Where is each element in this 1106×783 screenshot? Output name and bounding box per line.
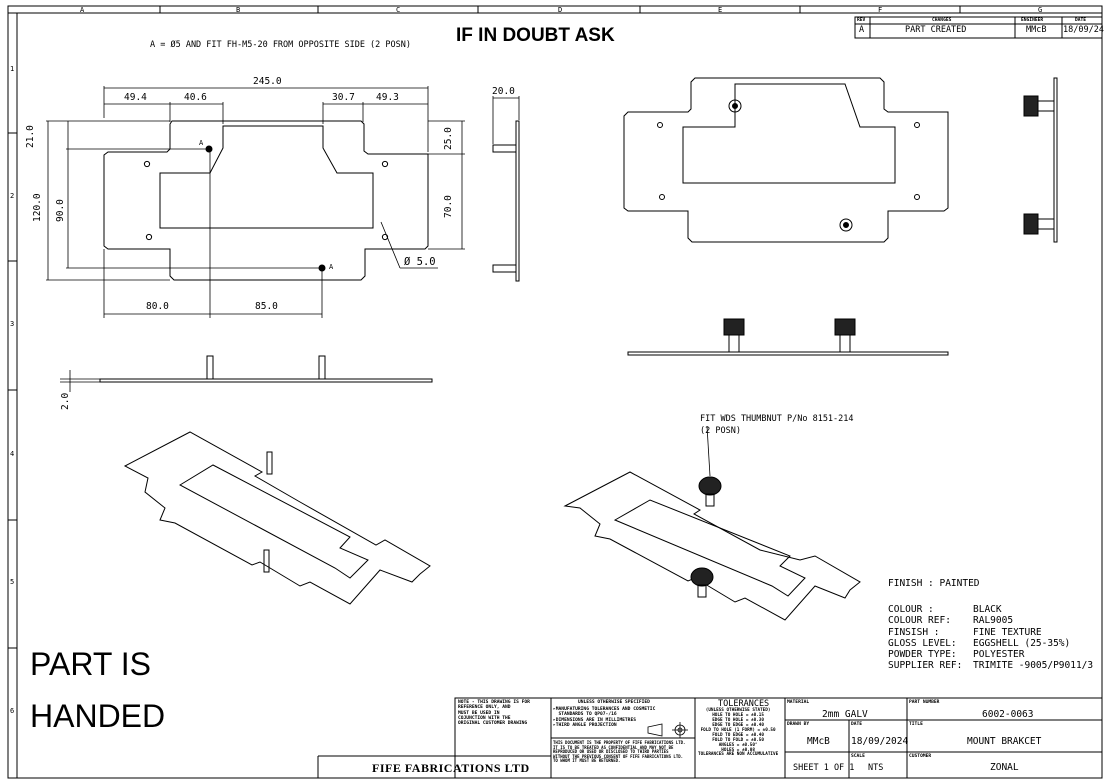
zone-row-5: 5 [10,578,15,586]
plan-view [46,86,465,318]
zone-row-1: 1 [10,65,15,73]
finish-label: FINSISH : [888,626,940,638]
scale-label: SCALE [851,754,865,759]
if-in-doubt-ask-warning: IF IN DOUBT ASK [456,25,615,46]
thumbnut-note-qty: (2 POSN) [700,426,741,436]
marker-a-bottom: A [329,263,334,271]
finish-label: GLOSS LEVEL: [888,637,957,649]
sheet-number: SHEET 1 OF 1 [793,763,855,773]
side-view [492,96,520,282]
part-is-handed-line2: HANDED [30,698,166,734]
dim-80: 80.0 [146,301,169,312]
tolerances-title: TOLERANCES [718,699,770,709]
finish-label: POWDER TYPE: [888,649,957,661]
revision-table-grid [854,16,1103,39]
dim-120: 120.0 [32,193,43,222]
drawn-by-label: DRAWN BY [787,722,810,727]
unless-specified-title: UNLESS OTHERWISE SPECIFIED [578,700,650,705]
finish-row-powder: POWDER TYPE: POLYESTER [888,649,1093,660]
rev-header: REV [857,18,866,23]
tolerances-body: (UNLESS OTHERWISE STATED) HOLE TO HOLE =… [698,708,779,758]
third-angle-projection-symbol [647,722,688,738]
revision-rev: A [859,25,865,35]
zone-row-4: 4 [10,450,15,458]
rear-side-view [1023,77,1058,243]
zone-row-6: 6 [10,707,15,715]
revision-change: PART CREATED [905,25,967,35]
edge-view [60,355,433,392]
dim-30-7: 30.7 [332,92,355,103]
isometric-view-right [563,425,861,621]
dim-thickness: 2.0 [60,392,71,410]
finish-label: COLOUR REF: [888,615,951,627]
rear-edge-view [627,318,949,356]
isometric-view-left [123,431,431,605]
finish-value: EGGSHELL (25-35%) [973,637,1071,649]
finish-label: SUPPLIER REF: [888,660,963,672]
finish-label: COLOUR : [888,604,934,615]
thumbnut-note: FIT WDS THUMBNUT P/No 8151-214 [700,414,854,424]
date-label: DATE [851,722,863,727]
customer-value: ZONAL [990,762,1019,773]
title-label: TITLE [909,722,923,727]
finish-row-colour: COLOUR : BLACK [888,604,1093,615]
finish-value: TRIMITE -9005/P9011/3 [973,660,1094,672]
date-value: 18/09/2024 [851,736,909,747]
finish-row-supplier: SUPPLIER REF: TRIMITE -9005/P9011/3 [888,660,1093,671]
dim-90: 90.0 [55,199,66,222]
dim-85: 85.0 [255,301,278,312]
marker-a-top: A [199,139,204,147]
finish-value: BLACK [973,604,1002,615]
finish-title: FINISH : PAINTED [888,578,980,589]
dim-49-3: 49.3 [376,92,399,103]
zone-col-a: A [80,6,85,14]
revision-date: 18/09/24 [1063,25,1104,35]
drawn-by-value: MMcB [807,736,830,747]
title-block-grid [317,697,1103,779]
customer-label: CUSTOMER [909,754,932,759]
zone-col-e: E [718,6,723,14]
zone-row-2: 2 [10,192,15,200]
reference-note: NOTE - THIS DRAWING IS FOR REFERENCE ONL… [458,700,530,727]
zone-col-c: C [396,6,401,14]
rear-plan-view [623,77,949,243]
finish-row-gloss: GLOSS LEVEL: EGGSHELL (25-35%) [888,638,1093,649]
company-name: FIFE FABRICATIONS LTD [372,761,530,775]
dim-49-4: 49.4 [124,92,147,103]
material-label: MATERIAL [787,700,810,705]
zone-col-b: B [236,6,241,14]
zone-col-g: G [1038,6,1043,14]
dim-25: 25.0 [443,127,454,150]
finish-row-colour-ref: COLOUR REF: RAL9005 [888,615,1093,626]
revision-engineer: MMcB [1026,25,1047,35]
dim-hole-diameter: Ø 5.0 [404,256,436,268]
finish-row-finish: FINSISH : FINE TEXTURE [888,627,1093,638]
material-value: 2mm GALV [822,709,868,720]
changes-header: CHANGES [932,18,952,23]
hole-note: A = Ø5 AND FIT FH-M5-20 FROM OPPOSITE SI… [150,40,411,50]
scale-value: NTS [868,763,884,773]
zone-col-d: D [558,6,563,14]
part-is-handed-line1: PART IS [30,646,151,682]
date-header: DATE [1075,18,1087,23]
dim-70: 70.0 [443,195,454,218]
unless-specified-body: ▸MANUFATURING TOLERANCES AND COSMETIC ST… [553,707,656,728]
finish-spec-list: COLOUR : BLACK COLOUR REF: RAL9005 FINSISH… [888,604,1093,672]
finish-value: FINE TEXTURE [973,626,1042,638]
dim-overall-width: 245.0 [253,76,282,87]
dim-21: 21.0 [25,125,36,148]
zone-col-f: F [878,6,883,14]
confidentiality-note: THIS DOCUMENT IS THE PROPERTY OF FIFE FA… [553,740,686,764]
part-number-value: 6002-0063 [982,709,1034,720]
title-value: MOUNT BRAKCET [967,736,1042,747]
dim-side-depth: 20.0 [492,86,515,97]
finish-value: RAL9005 [973,615,1014,627]
zone-row-3: 3 [10,320,15,328]
finish-value: POLYESTER [973,649,1025,661]
engineer-header: ENGINEER [1021,18,1044,23]
dim-40-6: 40.6 [184,92,207,103]
part-number-label: PART NUMBER [909,700,940,705]
